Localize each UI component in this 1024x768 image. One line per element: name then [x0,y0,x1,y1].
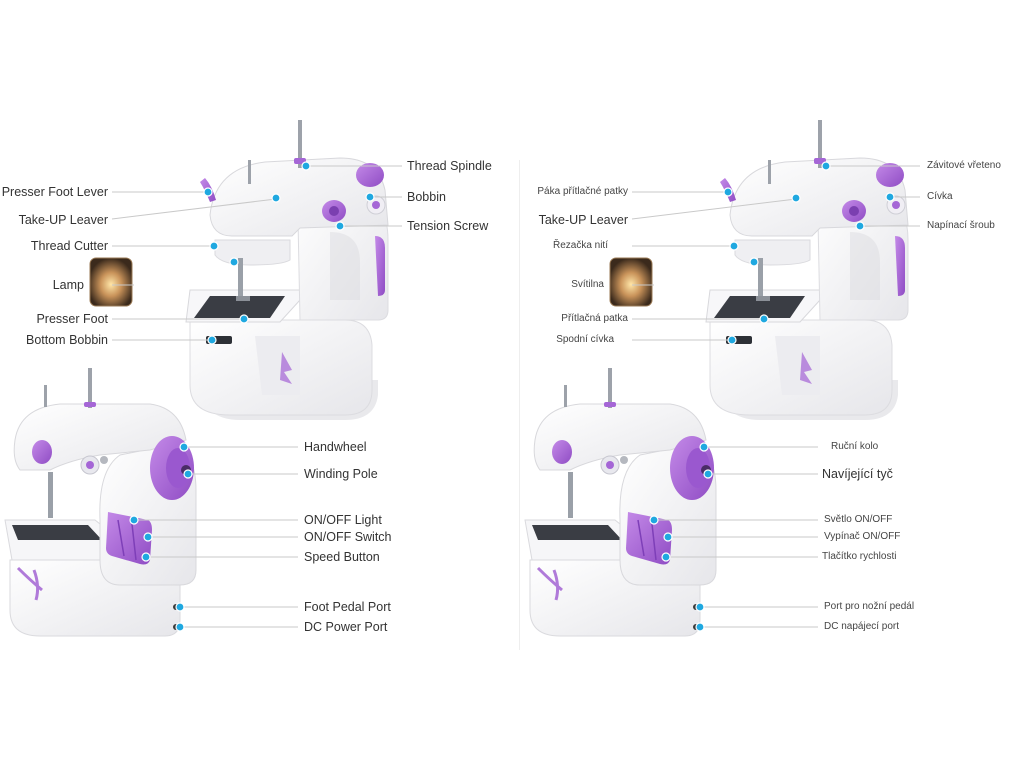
label-presser-foot-cz: Přítlačná patka [561,313,628,324]
label-thread-cutter: Thread Cutter [30,239,108,253]
label-lamp-cz: Svítilna [571,279,604,290]
label-thread-cutter-cz: Řezačka nití [552,240,608,251]
label-winding-pole: Winding Pole [304,467,378,481]
label-on-off-switch-cz: Vypínač ON/OFF [824,531,901,542]
label-thread-spindle-cz: Závitové vřeteno [927,160,1001,171]
label-bobbin-cz: Cívka [927,191,953,202]
label-foot-pedal-port-cz: Port pro nožní pedál [824,601,915,612]
label-tension-screw: Tension Screw [407,219,489,233]
label-on-off-switch: ON/OFF Switch [304,530,392,544]
label-handwheel-cz: Ruční kolo [831,441,879,452]
label-speed-button: Speed Button [304,550,380,564]
label-on-off-light: ON/OFF Light [304,513,382,527]
label-foot-pedal-port: Foot Pedal Port [304,600,391,614]
label-bobbin: Bobbin [407,190,446,204]
panel-divider [519,160,520,650]
label-bottom-bobbin-cz: Spodní cívka [556,334,614,345]
label-lamp: Lamp [52,278,84,292]
label-take-up-lever-cz: Take-UP Leaver [538,213,628,227]
label-handwheel: Handwheel [304,440,367,454]
label-dc-power-port-cz: DC napájecí port [824,621,900,632]
label-dc-power-port: DC Power Port [304,620,388,634]
label-bottom-bobbin: Bottom Bobbin [26,333,108,347]
label-tension-screw-cz: Napínací šroub [927,220,995,231]
label-on-off-light-cz: Světlo ON/OFF [824,514,893,525]
label-presser-foot: Presser Foot [36,312,108,326]
label-take-up-lever: Take-UP Leaver [18,213,108,227]
label-presser-foot-lever-cz: Páka přítlačné patky [537,186,628,197]
label-winding-pole-cz: Navíjející tyč [822,467,893,481]
label-presser-foot-lever: Presser Foot Lever [1,185,108,199]
label-speed-button-cz: Tlačítko rychlosti [822,551,897,562]
label-thread-spindle: Thread Spindle [407,159,492,173]
